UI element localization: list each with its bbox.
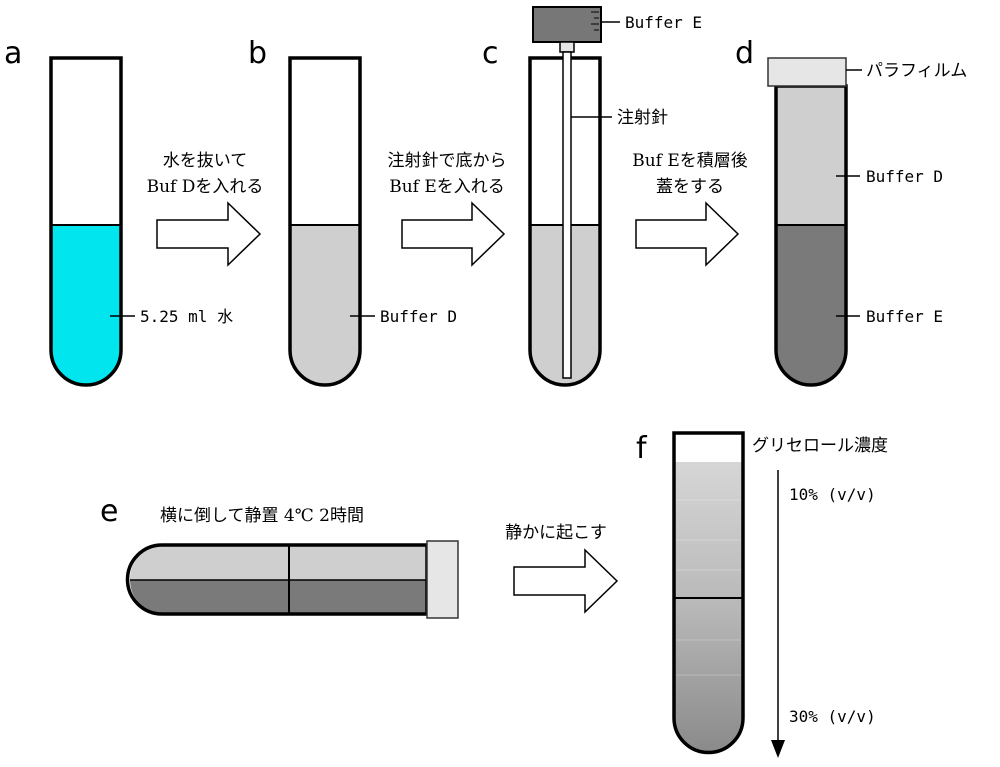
panel-f: f グリセロール濃度 10% (v/v) 30% (v/v)	[636, 431, 888, 758]
panel-letter-b: b	[248, 36, 267, 71]
syringe-label: Buffer E	[625, 13, 702, 32]
tube-f-outline	[672, 431, 745, 755]
tube-f-banding	[676, 499, 741, 676]
tube-b-liquid	[290, 225, 360, 385]
panel-letter-f: f	[636, 431, 648, 466]
panel-c: c Buffer E 注射針	[482, 6, 702, 387]
step-cd-line2: 蓋をする	[656, 177, 724, 197]
panel-e: e 横に倒して静置 4℃ 2時間	[100, 494, 459, 619]
tube-e-top-layer	[129, 545, 428, 580]
syringe-icon	[532, 6, 602, 379]
cap-label: パラフィルム	[866, 61, 967, 81]
step-bc-line1: 注射針で底から	[388, 151, 507, 171]
tube-b-label: Buffer D	[380, 307, 457, 326]
tube-c-outline	[528, 56, 602, 387]
panel-d: d パラフィルム Buffer D Buffer E	[735, 36, 967, 387]
tube-a-outline	[49, 56, 123, 387]
panel-letter-d: d	[735, 36, 754, 71]
top-concentration: 10% (v/v)	[789, 485, 876, 504]
down-arrow-icon	[771, 740, 785, 758]
tube-e-bottom-layer	[129, 580, 427, 614]
bottom-concentration: 30% (v/v)	[789, 707, 876, 726]
tube-e-outline	[125, 543, 429, 616]
right-arrow-icon	[156, 201, 262, 267]
bottom-layer-label: Buffer E	[866, 307, 943, 326]
tube-b-outline	[288, 56, 362, 387]
needle-label: 注射針	[617, 108, 668, 128]
needle	[562, 51, 572, 379]
step-ab: 水を抜いて Buf Dを入れる	[147, 151, 264, 267]
tube-f-gradient	[674, 462, 743, 753]
tube-d-top-layer	[776, 86, 846, 225]
gradient-title: グリセロール濃度	[752, 436, 888, 456]
right-arrow-icon	[635, 201, 740, 267]
tube-d-outline	[774, 84, 848, 387]
tube-a-label: 5.25 ml 水	[140, 307, 233, 326]
step-bc: 注射針で底から Buf Eを入れる	[388, 151, 507, 267]
top-layer-label: Buffer D	[866, 167, 943, 186]
right-arrow-icon	[401, 201, 506, 267]
panel-a: a 5.25 ml 水	[4, 36, 233, 387]
step-bc-line2: Buf Eを入れる	[389, 177, 505, 197]
step-ef-label: 静かに起こす	[505, 523, 607, 543]
panel-letter-c: c	[482, 36, 499, 71]
step-ab-line2: Buf Dを入れる	[147, 177, 264, 197]
panel-letter-e: e	[100, 494, 118, 529]
step-cd-line1: Buf Eを積層後	[632, 151, 748, 171]
tube-d-bottom-layer	[776, 225, 846, 385]
panel-b: b Buffer D	[248, 36, 457, 387]
tube-a-liquid	[51, 225, 121, 385]
parafilm-cap	[767, 57, 847, 87]
panel-letter-a: a	[4, 36, 22, 71]
step-ab-line1: 水を抜いて	[163, 151, 248, 171]
step-cd: Buf Eを積層後 蓋をする	[632, 151, 748, 267]
tube-e-cap	[426, 540, 459, 619]
right-arrow-icon	[513, 548, 619, 614]
step-ef: 静かに起こす	[505, 523, 619, 614]
panel-e-instruction: 横に倒して静置 4℃ 2時間	[160, 506, 364, 526]
